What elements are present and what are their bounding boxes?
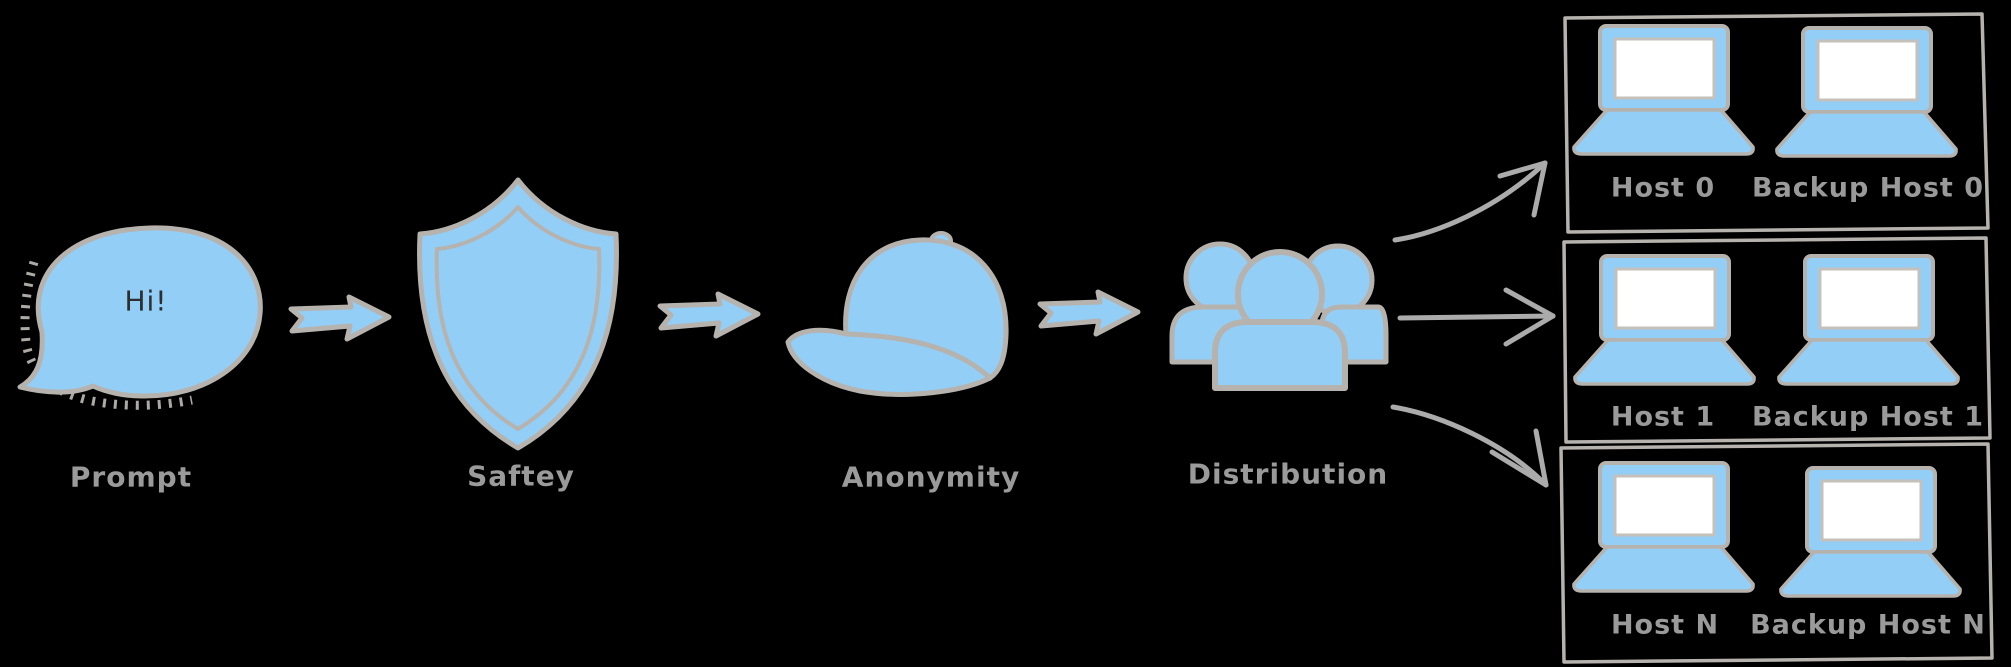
flow-arrow-1-icon — [288, 294, 392, 342]
speech-bubble-icon — [17, 225, 263, 410]
laptop-host-0-icon — [1572, 24, 1755, 156]
shield-inner-line — [434, 205, 602, 431]
host-label-1: Host 1 — [1610, 401, 1716, 433]
flow-arrow-2-icon — [657, 291, 761, 339]
stage-label-saftey: Saftey — [467, 459, 575, 493]
cap-brim — [785, 327, 993, 397]
straight-arrow-middle-icon — [1397, 287, 1556, 347]
laptop-host-1-icon — [1573, 254, 1756, 386]
host-group-0 — [1563, 12, 1990, 234]
backup-host-label-n: Backup Host N — [1750, 609, 1986, 641]
people-icon — [1169, 241, 1389, 391]
flow-arrow-3-icon — [1037, 289, 1141, 337]
bubble-text: Hi! — [124, 284, 168, 318]
person-center-body — [1212, 319, 1348, 391]
laptop-host-n-icon — [1572, 461, 1755, 593]
curved-arrow-bottom-icon — [1390, 404, 1549, 488]
stage-label-prompt: Prompt — [69, 460, 193, 494]
laptop-backup-host-n-icon — [1779, 466, 1962, 598]
curved-arrow-top-icon — [1392, 160, 1548, 243]
speech-bubble-shape — [17, 225, 263, 399]
cap-icon — [785, 231, 1009, 397]
backup-host-label-0: Backup Host 0 — [1751, 172, 1985, 204]
backup-host-label-1: Backup Host 1 — [1751, 401, 1985, 433]
host-label-n: Host N — [1610, 609, 1720, 641]
laptop-backup-host-0-icon — [1775, 26, 1958, 158]
host-label-0: Host 0 — [1610, 172, 1716, 204]
host-group-1 — [1562, 236, 1992, 444]
host-group-n-box — [1559, 442, 1994, 664]
shield-icon — [417, 177, 619, 451]
stage-label-distribution: Distribution — [1187, 457, 1389, 491]
shield-outer — [417, 177, 619, 451]
stage-label-anonymity: Anonymity — [841, 460, 1021, 494]
host-group-n — [1559, 442, 1994, 664]
host-group-1-box — [1562, 236, 1992, 444]
host-group-0-box — [1563, 12, 1990, 234]
laptop-backup-host-1-icon — [1777, 254, 1960, 386]
